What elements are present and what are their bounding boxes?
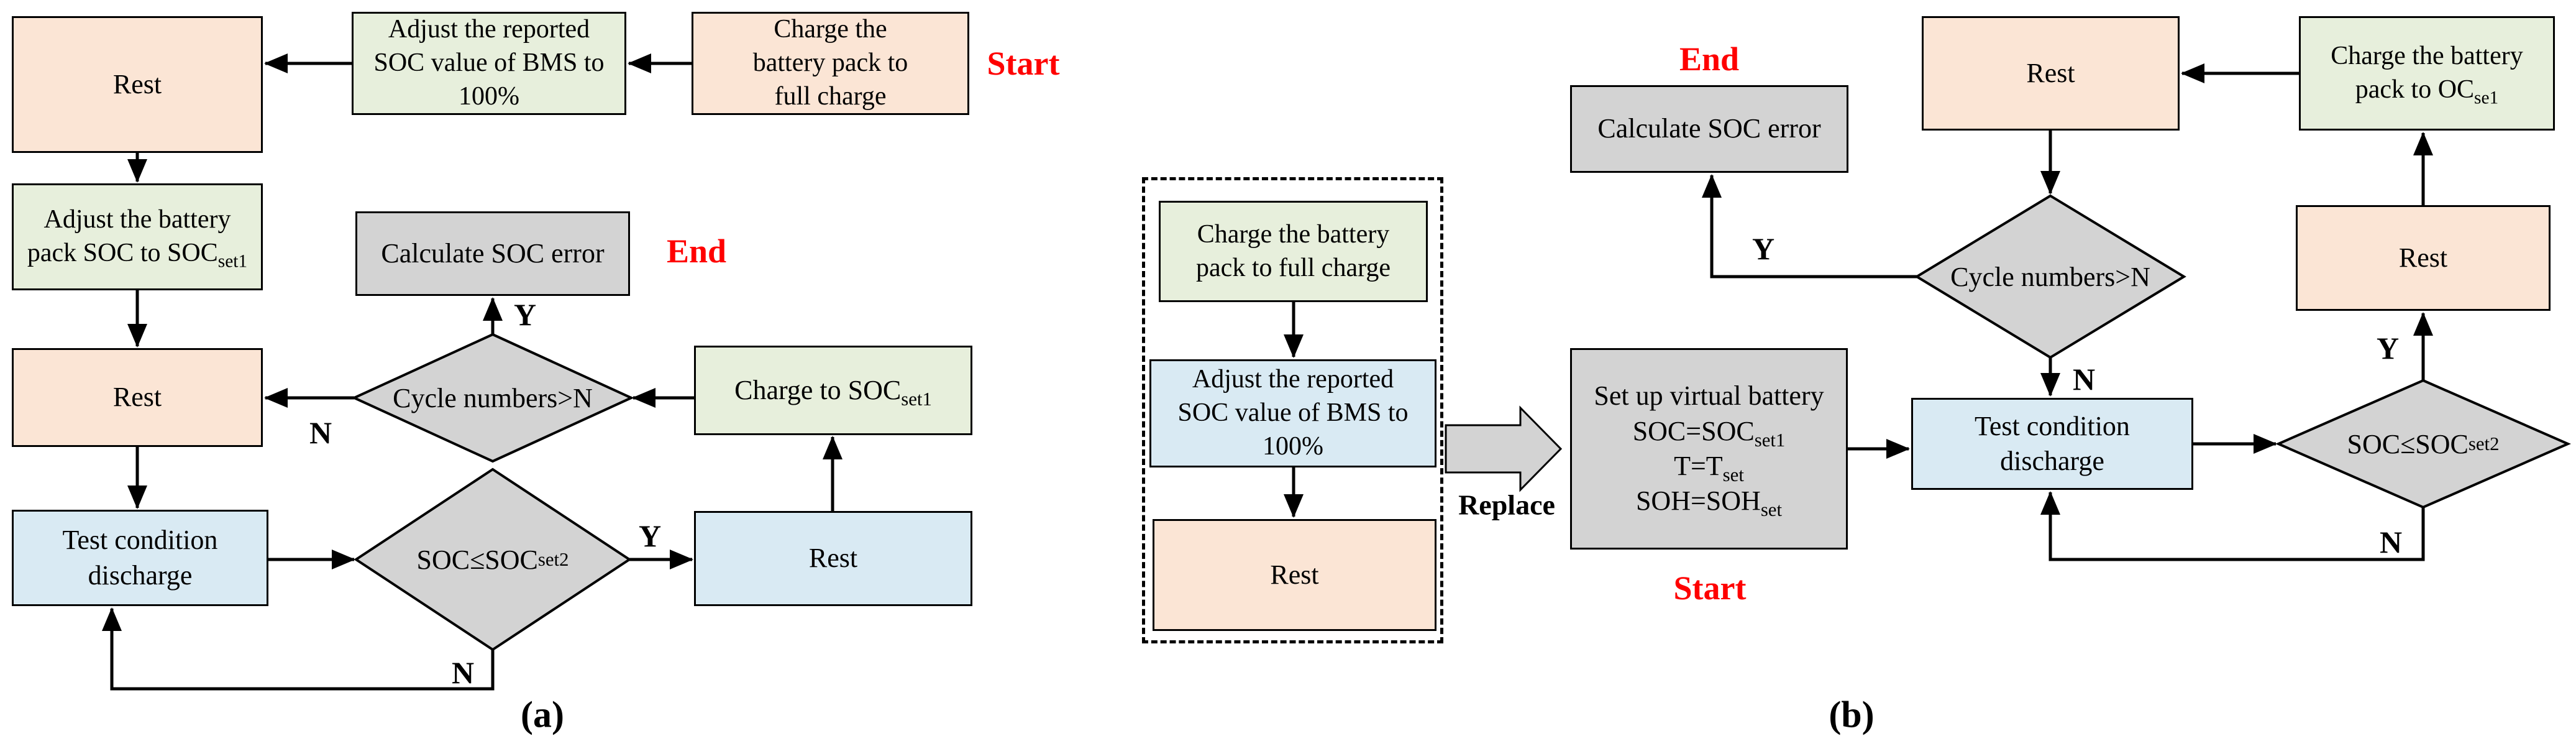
b-cycle-no-label: N bbox=[2072, 362, 2096, 397]
a-charge-to-subscript: set1 bbox=[901, 388, 932, 410]
b-cycle-numbers-diamond-label: Cycle numbers>N bbox=[1950, 261, 2150, 292]
a-adjust-reported-line3: 100% bbox=[459, 81, 519, 111]
a-rest-2-box: Rest bbox=[12, 348, 263, 447]
a-rest-1-label: Rest bbox=[112, 68, 162, 99]
b-dashed-rest-label: Rest bbox=[1270, 559, 1319, 590]
a-adjust-battery-line2: pack SOC to SOCset1 bbox=[27, 239, 248, 272]
b-dashed-adjust-reported-line1: Adjust the reported bbox=[1192, 365, 1394, 394]
b-setup-line4: SOH=SOHset bbox=[1635, 486, 1783, 521]
a-soc-threshold-diamond-shape bbox=[354, 467, 632, 651]
a-charge-full-line1: Charge the bbox=[774, 15, 887, 44]
a-charge-full-line2: battery pack to bbox=[752, 48, 908, 78]
a-rest-3-box: Rest bbox=[694, 511, 972, 606]
a-adjust-reported-box: Adjust the reported SOC value of BMS to … bbox=[352, 12, 626, 115]
a-cycle-no-label: N bbox=[309, 415, 332, 450]
arrow-b-socdiamond-no-loop bbox=[2040, 491, 2425, 561]
b-cycle-numbers-diamond-shape bbox=[1914, 194, 2186, 359]
a-soc-no-label: N bbox=[451, 655, 475, 690]
b-test-discharge-box: Test condition discharge bbox=[1911, 398, 2193, 490]
a-rest-3-label: Rest bbox=[808, 543, 858, 574]
b-dashed-charge-full-box: Charge the battery pack to full charge bbox=[1159, 201, 1428, 302]
a-test-discharge-line2: discharge bbox=[88, 559, 193, 591]
a-charge-to-label: Charge to SOCset1 bbox=[734, 374, 932, 410]
a-adjust-battery-box: Adjust the battery pack SOC to SOCset1 bbox=[12, 183, 263, 290]
b-calc-error-label: Calculate SOC error bbox=[1597, 113, 1821, 144]
a-charge-to-box: Charge to SOCset1 bbox=[694, 346, 972, 435]
b-setup-line2: SOC=SOCset1 bbox=[1632, 415, 1786, 451]
a-soc-yes-label: Y bbox=[638, 518, 662, 553]
b-rest-top-label: Rest bbox=[2026, 57, 2075, 88]
b-charge-oc-line2: pack to OCse1 bbox=[2355, 75, 2499, 108]
a-charge-full-line3: full charge bbox=[774, 81, 887, 111]
b-dashed-charge-full-line1: Charge the battery bbox=[1197, 219, 1390, 249]
a-end-label: End bbox=[666, 232, 727, 270]
a-rest-1-box: Rest bbox=[12, 16, 263, 153]
caption-a: (a) bbox=[521, 694, 564, 735]
a-cycle-numbers-diamond-label: Cycle numbers>N bbox=[393, 382, 593, 413]
b-setup-line3: T=Tset bbox=[1674, 451, 1744, 486]
b-soc-threshold-diamond-shape bbox=[2275, 379, 2571, 509]
b-charge-oc-subscript: se1 bbox=[2474, 88, 2499, 108]
b-end-label: End bbox=[1679, 40, 1740, 78]
b-setup-virtual-battery-box: Set up virtual battery SOC=SOCset1 T=Tse… bbox=[1570, 348, 1848, 550]
a-adjust-reported-line2: SOC value of BMS to bbox=[373, 48, 605, 78]
b-dashed-adjust-reported-line3: 100% bbox=[1263, 431, 1323, 461]
b-rest-right-label: Rest bbox=[2398, 242, 2448, 273]
b-rest-top-box: Rest bbox=[1922, 16, 2180, 131]
b-soc-yes-label: Y bbox=[2376, 331, 2400, 366]
b-soc-no-label: N bbox=[2379, 525, 2403, 559]
b-replaced-steps-dashed-box bbox=[1142, 177, 1443, 643]
a-calc-error-box: Calculate SOC error bbox=[355, 211, 630, 296]
b-calc-error-box: Calculate SOC error bbox=[1570, 85, 1848, 173]
replace-label: Replace bbox=[1458, 489, 1555, 521]
a-rest-2-label: Rest bbox=[112, 382, 162, 413]
a-adjust-battery-line1: Adjust the battery bbox=[43, 205, 231, 234]
arrow-a-socdiamond-no-loop bbox=[102, 607, 495, 691]
a-cycle-numbers-diamond-shape bbox=[351, 333, 634, 463]
b-start-label: Start bbox=[1673, 569, 1747, 607]
a-charge-full-box: Charge the battery pack to full charge bbox=[692, 12, 969, 115]
b-dashed-adjust-reported-box: Adjust the reported SOC value of BMS to … bbox=[1149, 359, 1436, 467]
b-test-discharge-line1: Test condition bbox=[1975, 410, 2130, 441]
b-setup-t-subscript: set bbox=[1722, 464, 1744, 486]
a-cycle-yes-label: Y bbox=[513, 297, 537, 332]
a-adjust-battery-subscript: set1 bbox=[217, 251, 248, 272]
b-charge-oc-box: Charge the battery pack to OCse1 bbox=[2299, 16, 2555, 131]
a-adjust-reported-line1: Adjust the reported bbox=[388, 15, 590, 44]
a-start-label: Start bbox=[987, 45, 1060, 82]
replace-block-arrow bbox=[1445, 405, 1563, 492]
b-dashed-adjust-reported-line2: SOC value of BMS to bbox=[1177, 398, 1409, 428]
a-test-discharge-box: Test condition discharge bbox=[12, 510, 268, 606]
b-test-discharge-line2: discharge bbox=[2000, 446, 2104, 476]
b-setup-soc-subscript: set1 bbox=[1754, 429, 1786, 451]
b-setup-line1: Set up virtual battery bbox=[1594, 380, 1824, 412]
a-calc-error-label: Calculate SOC error bbox=[381, 237, 605, 269]
a-test-discharge-line1: Test condition bbox=[62, 525, 218, 556]
b-setup-soh-subscript: set bbox=[1760, 499, 1783, 521]
b-rest-right-box: Rest bbox=[2296, 205, 2551, 311]
b-dashed-charge-full-line2: pack to full charge bbox=[1196, 253, 1391, 282]
arrow-b-cyclediamond-yes-to-calcerror bbox=[1702, 174, 1917, 278]
b-cycle-yes-label: Y bbox=[1752, 231, 1775, 266]
b-charge-oc-line1: Charge the battery bbox=[2331, 42, 2523, 71]
caption-b: (b) bbox=[1829, 694, 1875, 735]
b-dashed-rest-box: Rest bbox=[1153, 519, 1436, 631]
